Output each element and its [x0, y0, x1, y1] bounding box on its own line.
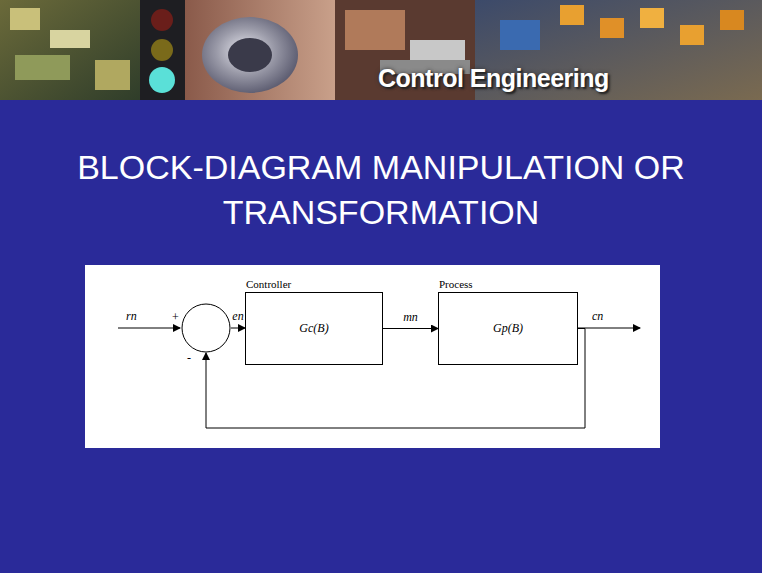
signal-connector [231, 328, 245, 329]
process-block: ProcessGp(B) [438, 292, 578, 365]
slide-title: BLOCK-DIAGRAM MANIPULATION OR TRANSFORMA… [40, 145, 722, 235]
signal-name: en [232, 309, 243, 324]
sign-mark: - [187, 352, 191, 364]
block-heading: Controller [246, 278, 291, 290]
input-arrow [118, 328, 180, 329]
junction-circle [181, 303, 231, 353]
signal-connector [383, 328, 438, 329]
sign-mark: + [172, 311, 179, 323]
signal-name: rn [126, 309, 137, 324]
transfer-function: Gc(B) [299, 321, 328, 336]
brand-logo-text: Control Engineering [378, 64, 609, 93]
signal-name: mn [403, 310, 418, 325]
block-heading: Process [439, 278, 473, 290]
signal-name: cn [592, 309, 603, 324]
output-arrow [578, 328, 640, 329]
transfer-function: Gp(B) [493, 321, 523, 336]
summing-junction: +- [181, 303, 231, 353]
controller-block: ControllerGc(B) [245, 292, 383, 365]
